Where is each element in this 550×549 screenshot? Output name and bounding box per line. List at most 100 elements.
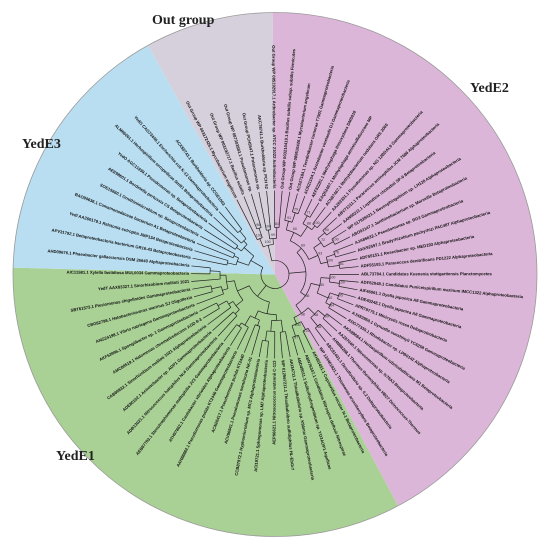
bootstrap-label: 60	[293, 227, 297, 231]
internal-arc	[338, 280, 341, 287]
leaf-branch	[200, 235, 236, 255]
leaf-branch	[213, 216, 242, 244]
internal-branch	[243, 247, 255, 257]
internal-branch	[288, 271, 306, 274]
internal-branch	[317, 232, 326, 239]
bootstrap-label: 100	[265, 240, 271, 244]
internal-arc	[292, 211, 299, 215]
leaf-branch	[322, 318, 338, 332]
internal-branch	[250, 260, 264, 268]
internal-branch	[235, 299, 244, 306]
bootstrap-label: 100	[256, 233, 262, 237]
leaf-branch	[304, 198, 313, 215]
leaf-branch	[236, 327, 249, 350]
bootstrap-label: 76	[335, 250, 339, 254]
leaf-branch	[223, 324, 237, 342]
bootstrap-label: 80	[320, 283, 324, 287]
leaf-branch	[339, 292, 356, 298]
leaf-branch	[224, 206, 243, 230]
internal-arc	[256, 227, 262, 230]
bootstrap-label: 81	[340, 262, 344, 266]
bootstrap-label: 100	[329, 275, 335, 279]
leaf-branch	[258, 191, 267, 231]
clade-label-outgroup: Out group	[152, 13, 215, 28]
clade-label-yede2: YedE2	[470, 81, 509, 96]
internal-arc	[232, 253, 236, 258]
leaf-label: AEP96621.1 Nitrosococcus watsonii C-113	[271, 360, 276, 445]
internal-arc	[316, 277, 322, 294]
leaf-branch	[334, 236, 351, 245]
internal-branch	[323, 241, 334, 248]
bootstrap-label: 100	[295, 323, 301, 327]
internal-arc	[284, 220, 293, 223]
clade-sector-2	[12, 267, 399, 537]
leaf-branch	[322, 217, 338, 231]
bootstrap-label: 100	[304, 329, 310, 333]
internal-arc	[331, 238, 336, 245]
internal-branch	[222, 288, 229, 291]
bootstrap-label: 91	[287, 216, 291, 220]
leaf-branch	[309, 202, 320, 218]
clade-label-yede3: YedE3	[22, 137, 61, 152]
internal-branch	[228, 301, 234, 305]
internal-branch	[243, 240, 248, 245]
internal-branch	[280, 320, 284, 333]
internal-branch	[289, 232, 295, 241]
leaf-branch	[331, 229, 347, 240]
internal-branch	[310, 317, 319, 327]
leaf-branch	[208, 222, 239, 247]
internal-branch	[285, 221, 289, 230]
bootstrap-label: 69	[301, 244, 305, 248]
internal-branch	[317, 310, 326, 317]
bootstrap-label: 88	[307, 221, 311, 225]
internal-branch	[313, 242, 322, 249]
leaf-label: Out Group WP 085192917.1 Arthrobacter sp…	[271, 45, 277, 189]
clade-sector-3	[13, 45, 275, 275]
bootstrap-label: 87	[294, 336, 298, 340]
leaf-branch	[236, 199, 258, 240]
leaf-branch	[326, 313, 343, 326]
internal-arc	[286, 229, 301, 237]
leaf-branch	[266, 190, 271, 230]
internal-arc	[295, 283, 312, 306]
leaf-branch	[297, 195, 306, 214]
internal-branch	[300, 321, 306, 330]
internal-arc	[302, 327, 309, 332]
leaf-branch	[199, 302, 217, 312]
leaf-branch	[292, 193, 298, 212]
leaf-branch	[338, 258, 358, 263]
bootstrap-label: 93	[318, 251, 322, 255]
leaf-branch	[315, 327, 326, 342]
clade-sector-1	[272, 12, 538, 506]
leaf-branch	[192, 285, 212, 290]
internal-branch	[328, 265, 340, 268]
internal-arc	[317, 238, 325, 248]
bootstrap-label: 90	[325, 228, 329, 232]
leaf-branch	[279, 332, 283, 359]
internal-arc	[210, 285, 213, 292]
bootstrap-label: 64	[330, 303, 334, 307]
internal-branch	[268, 229, 271, 239]
internal-branch	[265, 330, 268, 341]
root-arc	[260, 260, 290, 289]
internal-arc	[266, 330, 275, 332]
internal-branch	[258, 228, 263, 238]
leaf-branch	[250, 193, 262, 228]
bootstrap-label: 83	[275, 222, 279, 226]
internal-branch	[291, 325, 296, 337]
bootstrap-label: 79	[294, 207, 298, 211]
clade-sector-0	[147, 12, 275, 275]
bootstrap-label: 100	[314, 221, 320, 225]
bootstrap-label: 100	[333, 237, 339, 241]
leaf-branch	[212, 311, 234, 331]
tree-branches	[191, 190, 360, 359]
leaf-branch	[203, 307, 220, 319]
leaf-branch	[194, 250, 229, 261]
leaf-branch	[338, 286, 358, 291]
leaf-branch	[319, 323, 332, 337]
internal-arc	[241, 322, 249, 328]
internal-branch	[296, 248, 302, 253]
leaf-branch	[326, 223, 343, 236]
internal-arc	[292, 334, 299, 338]
